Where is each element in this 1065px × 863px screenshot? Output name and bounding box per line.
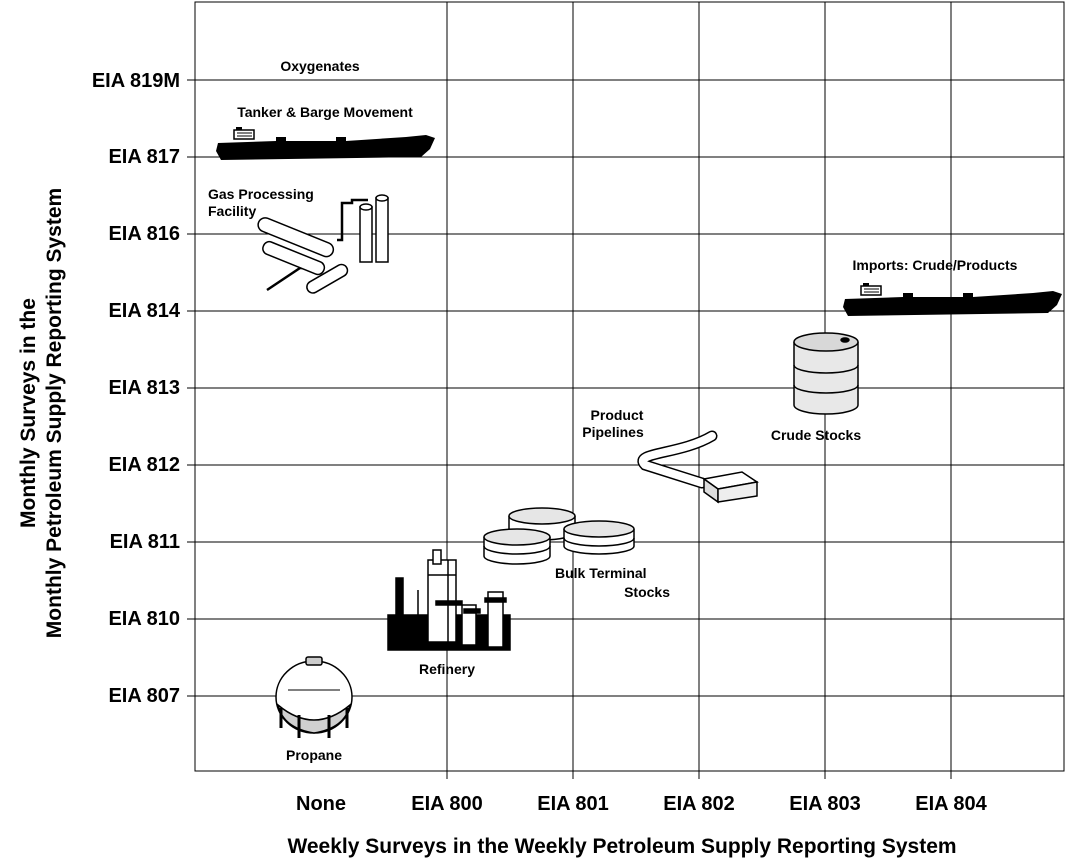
gas-processing-icon xyxy=(257,194,389,294)
oxygenates-label: Oxygenates xyxy=(280,58,360,74)
y-label: EIA 813 xyxy=(108,377,180,399)
propane-label: Propane xyxy=(286,747,342,763)
y-label: EIA 807 xyxy=(108,685,180,707)
pipeline-icon xyxy=(637,430,759,504)
imports-label: Imports: Crude/Products xyxy=(853,257,1018,273)
refinery-icon xyxy=(387,549,511,651)
y-axis-title-line1: Monthly Surveys in the xyxy=(17,298,40,528)
gas-processing-label-line2: Facility xyxy=(208,203,256,219)
propane-tank-icon xyxy=(275,656,353,738)
x-label: EIA 804 xyxy=(915,793,987,815)
x-label: EIA 800 xyxy=(411,793,483,815)
y-axis-title: Monthly Surveys in the Monthly Petroleum… xyxy=(17,188,66,638)
y-axis-title-line2: Monthly Petroleum Supply Reporting Syste… xyxy=(43,188,66,638)
x-axis-labels: None EIA 800 EIA 801 EIA 802 EIA 803 EIA… xyxy=(296,793,988,815)
y-label: EIA 812 xyxy=(108,454,180,476)
bulk-terminal-label-line1: Bulk Terminal xyxy=(555,565,647,581)
bulk-terminal-label-line2: Stocks xyxy=(624,584,670,600)
y-label: EIA 814 xyxy=(108,300,180,322)
y-label: EIA 817 xyxy=(108,146,180,168)
y-label: EIA 811 xyxy=(110,531,180,553)
storage-tanks-icon xyxy=(483,507,635,565)
ship-icon xyxy=(843,283,1062,316)
x-label: EIA 801 xyxy=(537,793,609,815)
x-label: EIA 803 xyxy=(789,793,861,815)
crude-stocks-label: Crude Stocks xyxy=(771,427,861,443)
y-label: EIA 816 xyxy=(108,223,180,245)
refinery-label: Refinery xyxy=(419,661,475,677)
grid-frame xyxy=(194,1,1065,772)
x-label: None xyxy=(296,793,346,815)
tanker-label: Tanker & Barge Movement xyxy=(237,104,413,120)
y-label: EIA 819M xyxy=(92,70,180,92)
y-axis-labels: EIA 819M EIA 817 EIA 816 EIA 814 EIA 813… xyxy=(92,70,181,707)
product-pipelines-label-line1: Product xyxy=(591,407,644,423)
product-pipelines-label-line2: Pipelines xyxy=(582,424,644,440)
ship-icon xyxy=(216,127,435,160)
oil-barrel-icon xyxy=(793,332,859,415)
y-label: EIA 810 xyxy=(108,608,180,630)
x-label: EIA 802 xyxy=(663,793,735,815)
x-axis-title: Weekly Surveys in the Weekly Petroleum S… xyxy=(287,835,956,858)
gas-processing-label-line1: Gas Processing xyxy=(208,186,314,202)
